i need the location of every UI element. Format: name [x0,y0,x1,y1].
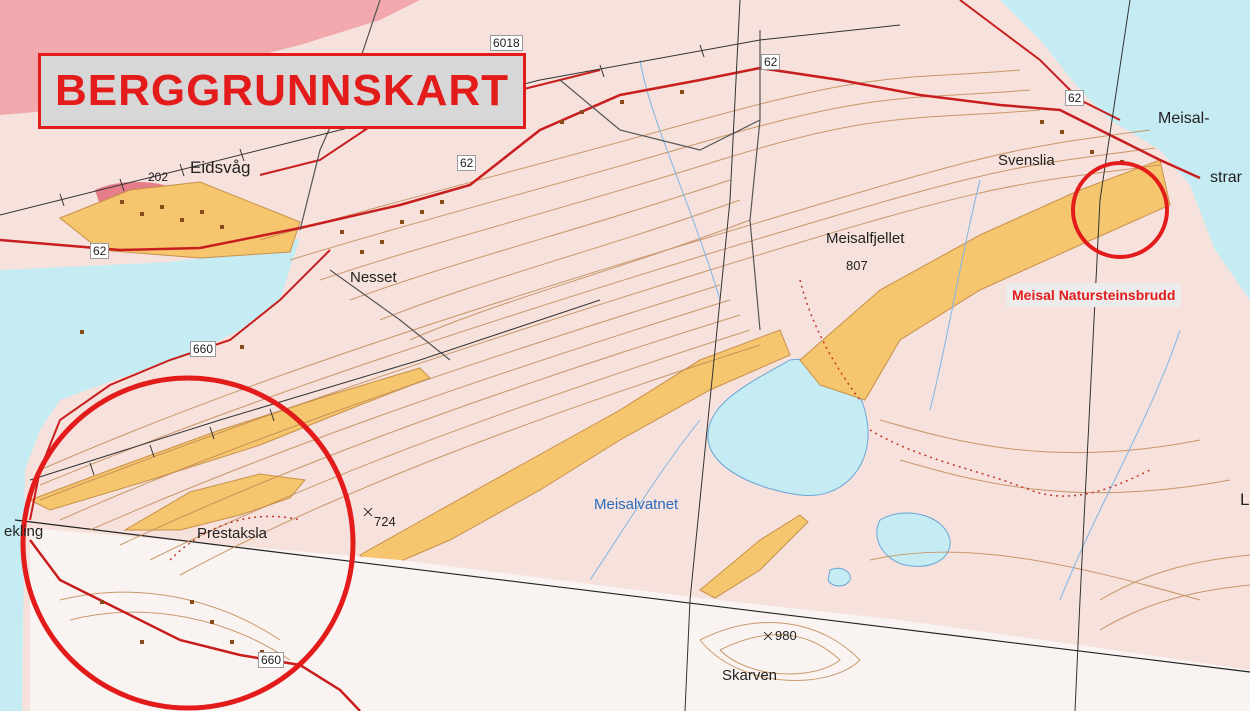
elevation-label: 724 [374,514,396,529]
band-prestaksla [123,473,306,531]
road-number-label: 62 [1065,90,1085,106]
band-upper-thin [28,367,431,511]
place-label[interactable]: Nesset [350,269,397,286]
fjord-west [0,238,300,711]
highlight-circle-prestaksla [20,375,356,711]
sheet-border [14,519,1250,673]
elevation-label: 980 [775,628,797,643]
road-number-label: 62 [761,54,781,70]
lake-label[interactable]: Meisalvatnet [594,496,679,513]
band-central [359,329,791,571]
quarry-callout-label[interactable]: Meisal Natursteinsbrudd [1006,283,1182,307]
streams [589,59,1181,601]
map-title-box: BERGGRUNNSKART [38,53,526,129]
quarry-callout-text: Meisal Natursteinsbrudd [1012,287,1176,303]
place-label[interactable]: L [1240,490,1250,509]
place-label[interactable]: Svenslia [998,152,1055,169]
highlight-circle-quarry [1071,161,1169,259]
road-62-ne [959,0,1121,121]
place-label[interactable]: Prestaksla [197,525,268,542]
pond [827,567,851,587]
contour-lines [39,69,1250,681]
map-title: BERGGRUNNSKART [55,66,509,115]
road-number-label: 62 [90,243,110,259]
band-meisalfjellet [799,159,1171,401]
road-number-label: 6018 [490,35,523,51]
place-label[interactable]: ekling [4,523,44,540]
place-label[interactable]: Meisalfjellet [826,230,905,247]
trails [169,279,1151,561]
road-number-label: 660 [190,341,217,357]
fjord-north-east [1000,0,1250,300]
road-minor-3 [749,30,761,331]
power-lines [0,0,1131,711]
spot-height-marks [363,507,773,641]
road-62-main [0,66,1201,252]
place-label[interactable]: Meisal- [1158,110,1210,127]
road-660-south [29,539,361,711]
elevation-label: 202 [148,170,169,184]
elevation-label: 807 [846,258,868,273]
small-lake [876,512,951,567]
place-label[interactable]: strar [1210,169,1242,186]
road-number-label: 660 [258,652,285,668]
road-number-label: 62 [457,155,477,171]
place-label[interactable]: Skarven [722,667,778,684]
road-minor-2 [559,79,761,151]
band-south-small [699,514,809,599]
lower-sheet [30,528,1250,711]
place-label[interactable]: Eidsvåg [190,158,251,177]
road-minor-1 [329,269,451,361]
